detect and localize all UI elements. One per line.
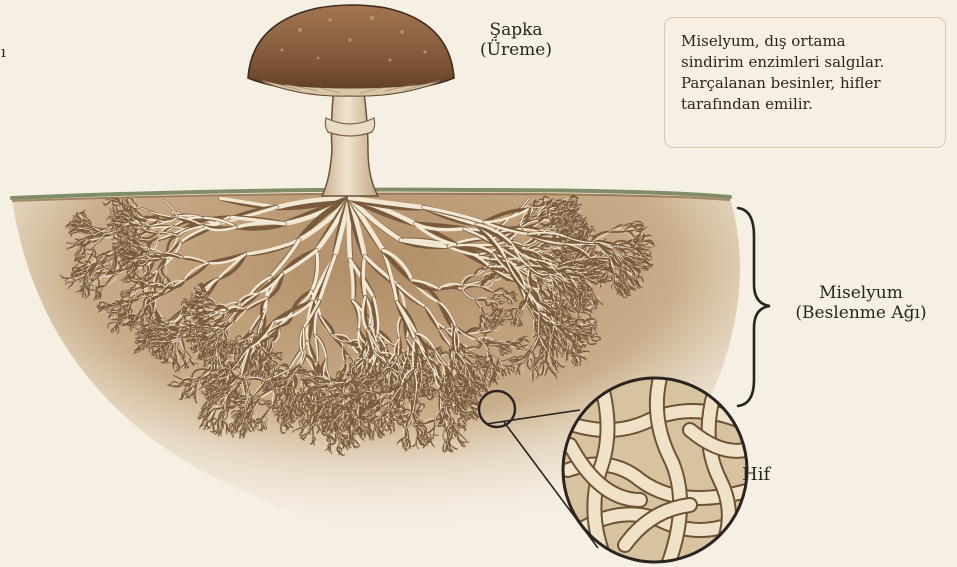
note-line-4: tarafından emilir.	[681, 94, 933, 115]
hypha-label: Hif	[742, 464, 770, 485]
note-line-3: Parçalanan besinler, hifler	[681, 73, 933, 94]
mushroom-cap-icon	[248, 5, 454, 92]
cropped-text-fragment: ı	[1, 44, 6, 62]
note-line-1: Miselyum, dış ortama	[681, 31, 933, 52]
cap-label: Şapka (Üreme)	[462, 20, 570, 60]
cap-label-title: Şapka	[462, 20, 570, 40]
mycelium-label-title: Miselyum	[768, 283, 954, 303]
mushroom	[248, 5, 454, 196]
mycelium-label-function: (Beslenme Ağı)	[768, 303, 954, 323]
mycelium-label: Miselyum (Beslenme Ağı)	[768, 283, 954, 323]
curly-brace-icon	[738, 208, 770, 406]
digestion-note: Miselyum, dış ortama sindirim enzimleri …	[664, 17, 946, 148]
cap-label-function: (Üreme)	[462, 40, 570, 60]
note-line-2: sindirim enzimleri salgılar.	[681, 52, 933, 73]
